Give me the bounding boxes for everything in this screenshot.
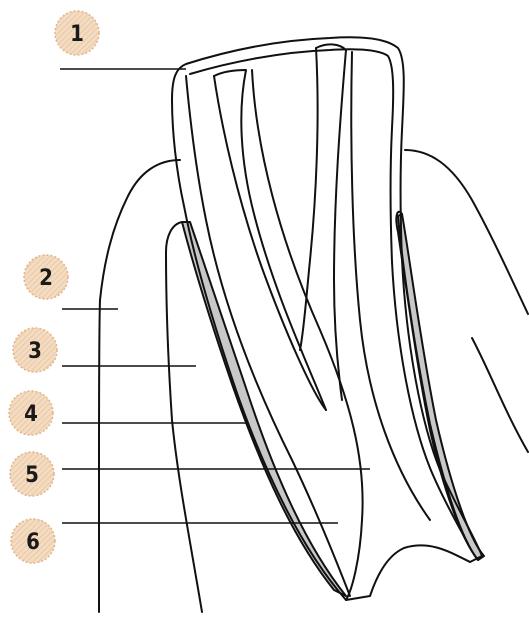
label-badge-4: 4	[9, 391, 53, 435]
label-badge-6: 6	[11, 519, 55, 563]
gum-right-lower-outline	[472, 338, 528, 452]
label-6-text: 6	[26, 530, 40, 555]
periodontal-ligament-right	[398, 214, 484, 560]
bone-left	[166, 222, 202, 612]
label-5-text: 5	[25, 463, 39, 488]
label-4-text: 4	[24, 402, 38, 427]
periodontal-ligament-left	[182, 222, 346, 596]
label-1-text: 1	[70, 22, 84, 47]
label-badge-1: 1	[55, 11, 99, 55]
label-3-text: 3	[28, 339, 42, 364]
dentin-right-line	[351, 52, 430, 520]
label-badge-3: 3	[13, 328, 57, 372]
label-2-text: 2	[39, 266, 53, 291]
dentin-left-line	[186, 76, 350, 596]
gum-right-outline	[405, 150, 528, 314]
pulp-chamber-right	[316, 44, 346, 400]
label-badge-5: 5	[10, 452, 54, 496]
gum-left-outline	[99, 160, 180, 612]
label-badge-2: 2	[24, 255, 68, 299]
dentin-center-line	[252, 70, 363, 600]
